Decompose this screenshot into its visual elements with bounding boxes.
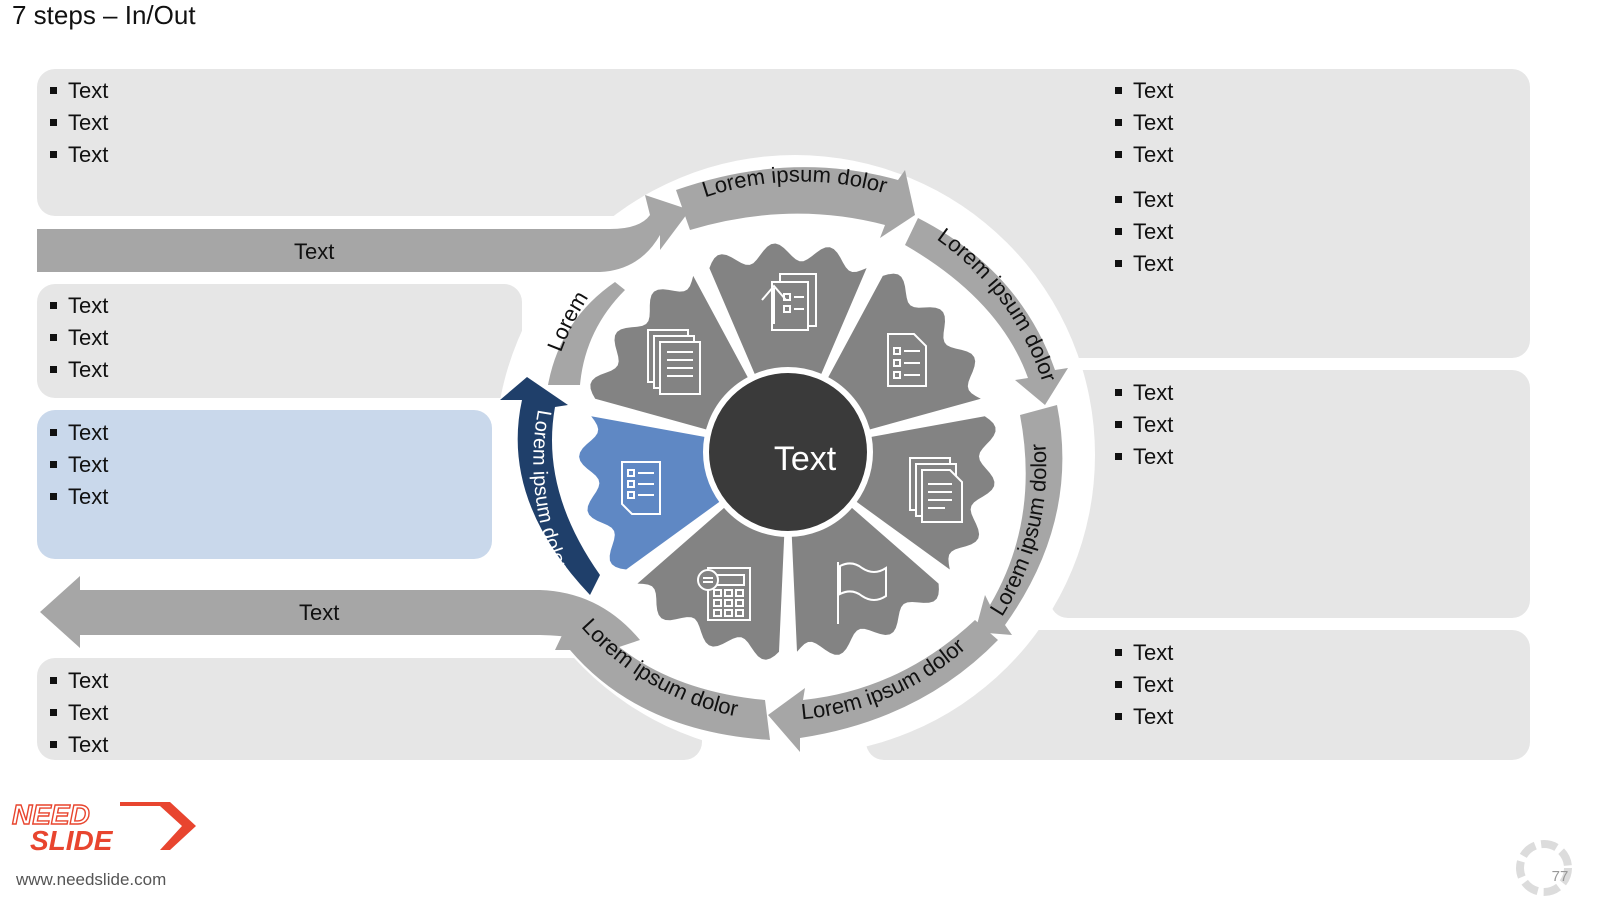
bullet-list-right-4: Text Text Text — [1115, 637, 1173, 733]
list-item: Text — [50, 139, 108, 171]
segment-left-active — [579, 416, 724, 570]
list-item: Text — [50, 729, 108, 761]
ring-arrow-upper-right — [905, 218, 1068, 405]
list-item: Text — [1115, 107, 1173, 139]
list-item: Text — [50, 697, 108, 729]
bullet-list-right-1: Text Text Text — [1115, 75, 1173, 171]
slide-title: 7 steps – In/Out — [12, 0, 196, 30]
list-item: Text — [1115, 637, 1173, 669]
ring-arrow-top — [676, 167, 915, 238]
list-item: Text — [1115, 669, 1173, 701]
needslide-logo: NEED SLIDE — [11, 800, 196, 856]
checklist-upload-icon — [761, 273, 817, 331]
list-item: Text — [50, 449, 108, 481]
list-item: Text — [1115, 139, 1173, 171]
center-label: Text — [773, 440, 837, 478]
panel-left-2 — [37, 284, 522, 398]
report-stack-icon — [909, 457, 963, 523]
checklist-icon-active — [621, 461, 661, 515]
list-item: Text — [1115, 75, 1173, 107]
page-badge-icon — [1516, 840, 1572, 896]
list-item: Text — [50, 417, 108, 449]
documents-stack-icon — [647, 329, 701, 395]
bullet-list-right-2: Text Text Text — [1115, 184, 1173, 280]
list-item: Text — [50, 354, 108, 386]
input-arrow — [37, 195, 690, 272]
ring-arrow-bottom — [555, 608, 770, 740]
bullet-list-left-1: Text Text Text — [50, 75, 108, 171]
list-item: Text — [1115, 248, 1173, 280]
website-url: www.needslide.com — [16, 870, 167, 889]
ring-arrow-upper-left — [548, 282, 625, 385]
logo-arrow-icon — [120, 802, 196, 850]
center-circle — [703, 367, 873, 537]
panel-left-3-active — [37, 410, 492, 559]
ring-arrow-left-active — [500, 377, 600, 595]
checklist-document-icon — [887, 333, 927, 387]
input-arrow-label: Text — [294, 239, 335, 264]
segment-lower-right — [791, 504, 939, 655]
segment-upper-right — [825, 273, 981, 431]
bullet-list-left-4: Text Text Text — [50, 665, 108, 761]
list-item: Text — [1115, 184, 1173, 216]
bullet-list-right-3: Text Text Text — [1115, 377, 1173, 473]
logo-line1: NEED — [12, 800, 90, 830]
output-arrow-label: Text — [299, 600, 340, 625]
list-item: Text — [50, 322, 108, 354]
list-item: Text — [1115, 216, 1173, 248]
logo-line2: SLIDE — [30, 825, 114, 856]
list-item: Text — [50, 107, 108, 139]
bullet-list-left-3: Text Text Text — [50, 417, 108, 513]
list-item: Text — [1115, 377, 1173, 409]
list-item: Text — [50, 290, 108, 322]
flag-icon — [837, 562, 887, 624]
ring-arrow-right — [975, 405, 1063, 635]
ring-arrow-lower-right — [768, 620, 998, 752]
bullet-list-left-2: Text Text Text — [50, 290, 108, 386]
list-item: Text — [50, 665, 108, 697]
list-item: Text — [1115, 701, 1173, 733]
list-item: Text — [50, 481, 108, 513]
panel-right-3 — [1050, 370, 1530, 618]
calculator-icon — [697, 567, 751, 621]
list-item: Text — [1115, 441, 1173, 473]
page-number: 77 — [1551, 868, 1569, 885]
list-item: Text — [1115, 409, 1173, 441]
output-arrow — [40, 576, 640, 650]
list-item: Text — [50, 75, 108, 107]
